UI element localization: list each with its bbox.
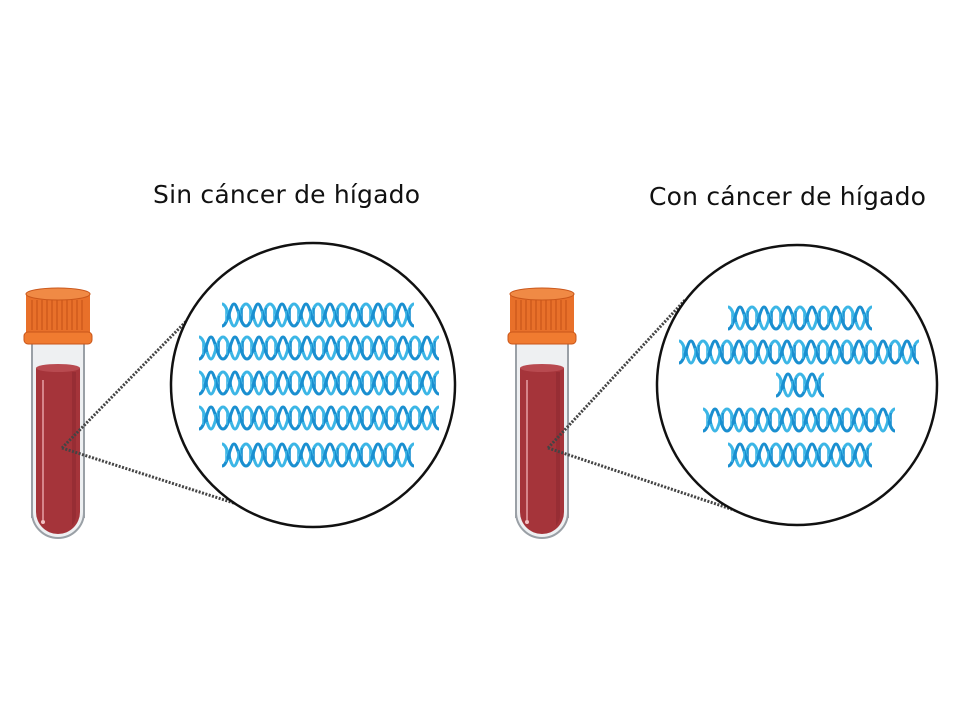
zoom-lines-healthy — [60, 298, 263, 514]
label-with-cancer: Con cáncer de hígado — [649, 182, 927, 211]
label-no-cancer: Sin cáncer de hígado — [153, 180, 421, 209]
magnify-circle-cancer — [655, 243, 939, 527]
blood-tube-healthy — [23, 287, 93, 539]
blood-tube-cancer — [507, 287, 577, 539]
zoom-lines-cancer — [546, 298, 741, 514]
